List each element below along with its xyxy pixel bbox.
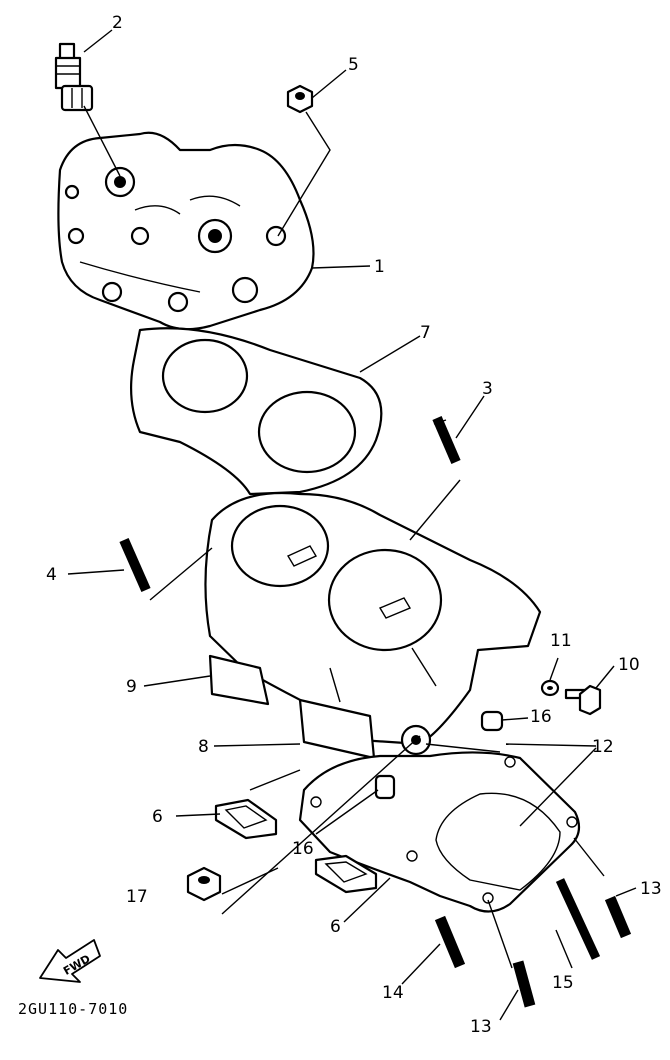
callout-10: 10 [618, 655, 640, 675]
head-gasket [130, 327, 383, 496]
spark-plug [54, 42, 94, 112]
intake-gasket-9 [208, 654, 270, 706]
callout-17: 17 [126, 887, 148, 907]
dowel-pin-16-left [374, 774, 396, 800]
callout-3: 3 [482, 379, 493, 399]
stud-13-right [604, 895, 632, 939]
callout-4: 4 [46, 565, 57, 585]
stud-3 [432, 416, 461, 464]
nut-5 [286, 84, 314, 114]
callout-15: 15 [552, 973, 574, 993]
callout-11: 11 [550, 631, 572, 651]
callout-16-left: 16 [292, 839, 314, 859]
callout-7: 7 [420, 323, 431, 343]
reed-gasket-6-upper [214, 798, 278, 840]
bolt-10 [564, 684, 602, 716]
callout-6-upper: 6 [152, 807, 163, 827]
callout-5: 5 [348, 55, 359, 75]
stud-14 [434, 915, 466, 969]
callout-14: 14 [382, 983, 404, 1003]
stud-13-bottom [512, 960, 536, 1008]
washer-11 [540, 679, 560, 697]
leader-lines [67, 29, 637, 1021]
dowel-pin-16-right [480, 710, 504, 732]
stud-4 [119, 537, 151, 593]
callout-12: 12 [592, 737, 614, 757]
fwd-arrow-icon: FWD [39, 939, 101, 983]
reed-gasket-6-lower [314, 854, 378, 894]
callout-9: 9 [126, 677, 137, 697]
callout-13-bottom: 13 [470, 1017, 492, 1037]
callout-6-lower: 6 [330, 917, 341, 937]
diagram-code: 2GU110-7010 [18, 1000, 128, 1018]
callout-16-right: 16 [530, 707, 552, 727]
callout-8: 8 [198, 737, 209, 757]
callout-13-right: 13 [640, 879, 662, 899]
nut-17 [186, 866, 222, 902]
callout-2: 2 [112, 13, 123, 33]
cylinder-head [57, 131, 315, 331]
callout-1: 1 [374, 257, 385, 277]
cylinder-block [204, 492, 542, 746]
stud-15 [555, 878, 601, 960]
